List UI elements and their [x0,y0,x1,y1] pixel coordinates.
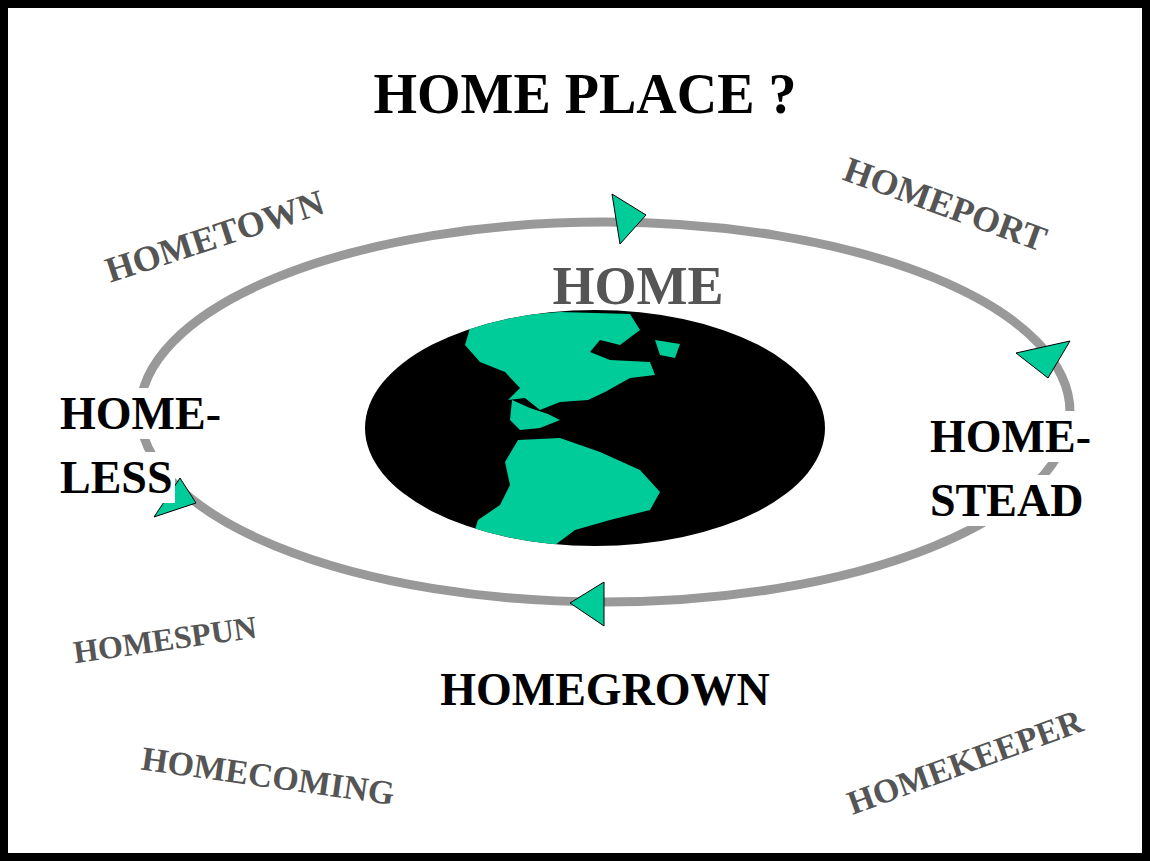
arrowhead [1016,341,1070,378]
globe [365,310,825,546]
north-america [465,312,655,410]
arrowhead [570,582,604,626]
title: HOME PLACE ? [373,64,796,126]
south-america [470,438,660,545]
side-word: HOMESPUN [71,610,259,671]
central-america [510,400,560,430]
ring-arrows [154,194,1070,626]
center-word: HOME [553,257,724,316]
arrowhead [612,194,646,244]
continents [465,312,680,545]
cycle-word: HOMEGROWN [440,665,770,716]
side-word: HOMEKEEPER [842,702,1087,822]
side-word: HOMEPORT [838,150,1051,260]
side-word: HOMECOMING [139,740,397,813]
text-patch: HOME- STEAD [928,411,1093,526]
cycle-word: HOME- LESS [58,382,258,511]
text-patch: HOME- LESS [58,388,223,503]
cycle-word: HOME- STEAD [928,405,1128,534]
island [655,340,680,358]
